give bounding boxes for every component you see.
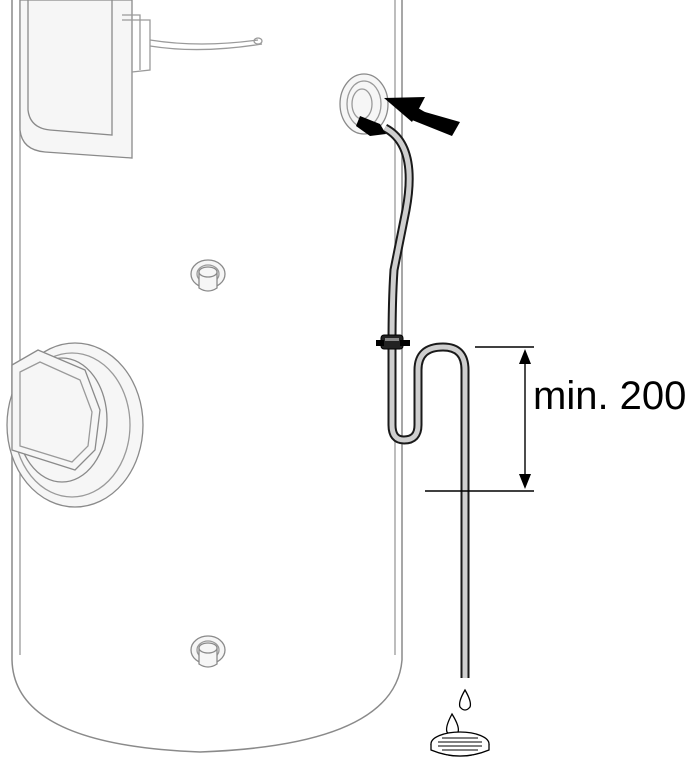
dimension-label: min. 200 (533, 374, 687, 418)
water-drop-icon (445, 688, 472, 736)
drain-outlet-fitting (339, 73, 389, 135)
cable (149, 37, 263, 51)
hose-clip (376, 334, 410, 350)
side-connection-port (6, 342, 144, 508)
screw-bottom (190, 635, 226, 668)
water-heater-tank (11, 0, 403, 753)
floor-drain-icon (430, 731, 490, 757)
screw-top (190, 259, 226, 292)
control-panel (19, 0, 151, 159)
drain-hose (356, 116, 470, 678)
insertion-arrow-icon (384, 97, 460, 136)
dimension-lines (425, 346, 534, 492)
